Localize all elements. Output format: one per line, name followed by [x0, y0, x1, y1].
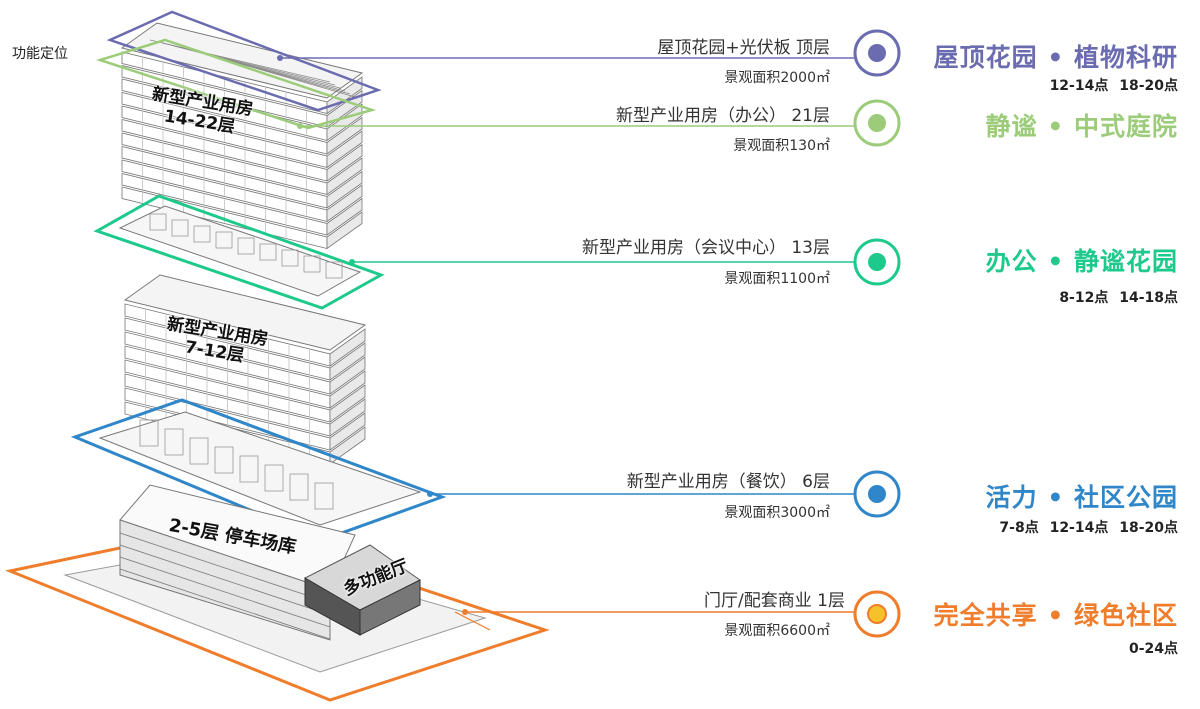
middle-tower-side-band	[329, 398, 366, 437]
upper-tower-side-band	[326, 184, 363, 223]
conference-theme-label: 办公 • 静谧花园	[985, 247, 1178, 276]
conference-room	[303, 255, 321, 273]
middle-tower-side-band	[329, 356, 366, 395]
upper-tower-side-band	[326, 170, 363, 209]
lobby-area-label: 景观面积6600㎡	[724, 623, 830, 639]
roof-outline	[106, 10, 382, 112]
roof-hours-label: 12-14点 18-20点	[1049, 78, 1178, 94]
conference-room	[237, 237, 255, 255]
lobby-theme-label: 完全共享 • 绿色社区	[933, 601, 1178, 630]
office-marker-dot	[868, 114, 886, 132]
roof-marker-dot	[868, 44, 886, 62]
roof-pv-line	[209, 54, 356, 98]
hall-side	[359, 579, 421, 636]
middle-tower-top	[123, 274, 367, 351]
conference-room	[259, 243, 277, 261]
dining-structure	[214, 446, 234, 474]
parking-slab-line	[119, 556, 331, 628]
parking-slab-line	[119, 568, 331, 640]
upper-tower-side-band	[326, 197, 363, 236]
office-theme-label: 静谧 • 中式庭院	[985, 112, 1178, 141]
parking-slab-line	[119, 532, 331, 604]
office-floor-label: 新型产业用房（办公） 21层	[615, 106, 830, 126]
middle-tower-side-band	[329, 412, 366, 451]
office-leader-dot	[297, 123, 303, 129]
middle-tower-side-band	[329, 370, 366, 409]
roof-leader-dot	[277, 55, 283, 61]
dining-structure	[139, 419, 159, 447]
office-outline	[95, 38, 377, 130]
dining-structure	[289, 473, 309, 501]
upper-tower-side-band	[326, 130, 363, 169]
dining-hours-label: 7-8点 12-14点 18-20点	[999, 520, 1178, 536]
dining-structure	[164, 428, 184, 456]
conference-room	[149, 213, 167, 231]
middle-tower-side-band	[329, 426, 366, 465]
lobby-leader-dot	[462, 609, 468, 615]
dining-structure	[264, 464, 284, 492]
dining-leader-dot	[427, 491, 433, 497]
function-label: 功能定位	[12, 46, 68, 62]
conference-room	[215, 231, 233, 249]
parking-slab-line	[119, 544, 331, 616]
dining-structure	[189, 437, 209, 465]
lobby-leader-tick	[454, 611, 491, 631]
upper-tower-side-band	[326, 103, 363, 142]
conference-room	[325, 261, 343, 279]
upper-tower-side-band	[326, 143, 363, 182]
conference-hours-label: 8-12点 14-18点	[1059, 290, 1178, 306]
conference-area-label: 景观面积1100㎡	[724, 271, 830, 287]
middle-tower-side-band	[329, 342, 366, 381]
dining-structure	[314, 482, 334, 510]
lobby-floor-label: 门厅/配套商业 1层	[704, 591, 845, 611]
dining-floor-label: 新型产业用房（餐饮） 6层	[626, 472, 830, 492]
roof-area-label: 景观面积2000㎡	[724, 70, 830, 86]
conference-room	[171, 219, 189, 237]
office-area-label: 景观面积130㎡	[733, 138, 830, 154]
dining-plate	[98, 411, 422, 526]
roof-theme-label: 屋顶花园 • 植物科研	[933, 43, 1178, 72]
upper-tower-side-band	[326, 211, 363, 250]
dining-marker-dot	[868, 485, 886, 503]
upper-tower-side-band	[326, 157, 363, 196]
lobby-hours-label: 0-24点	[1128, 641, 1178, 657]
dining-theme-label: 活力 • 社区公园	[985, 483, 1178, 512]
middle-tower-side-band	[329, 328, 366, 367]
conference-outline	[93, 194, 385, 310]
middle-tower-side-band	[329, 384, 366, 423]
dining-outline	[70, 398, 447, 542]
conference-marker-dot	[868, 253, 886, 271]
conference-room	[281, 249, 299, 267]
dining-area-label: 景观面积3000㎡	[724, 505, 830, 521]
conference-room	[193, 225, 211, 243]
conference-leader-dot	[349, 259, 355, 265]
conference-plate	[118, 205, 362, 297]
lobby-marker-dot	[867, 604, 887, 624]
conference-floor-label: 新型产业用房（会议中心） 13层	[581, 238, 830, 258]
dining-structure	[239, 455, 259, 483]
roof-floor-label: 屋顶花园+光伏板 顶层	[657, 38, 830, 58]
